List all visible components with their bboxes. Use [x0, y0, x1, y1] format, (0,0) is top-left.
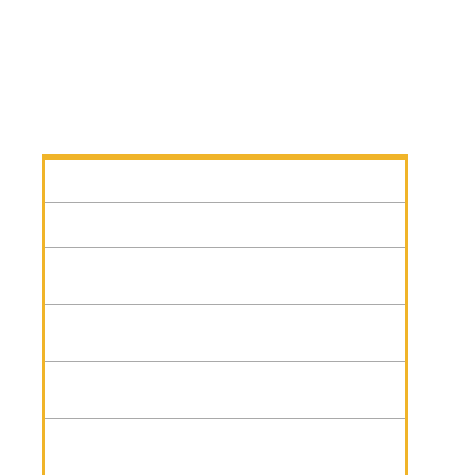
- list-item[interactable]: [45, 203, 405, 248]
- list-item[interactable]: [45, 305, 405, 362]
- list-item[interactable]: [45, 419, 405, 475]
- list-item[interactable]: [45, 160, 405, 203]
- list-item[interactable]: [45, 362, 405, 419]
- list-item[interactable]: [45, 248, 405, 305]
- list-rows: [45, 160, 405, 475]
- list-panel: [42, 154, 408, 475]
